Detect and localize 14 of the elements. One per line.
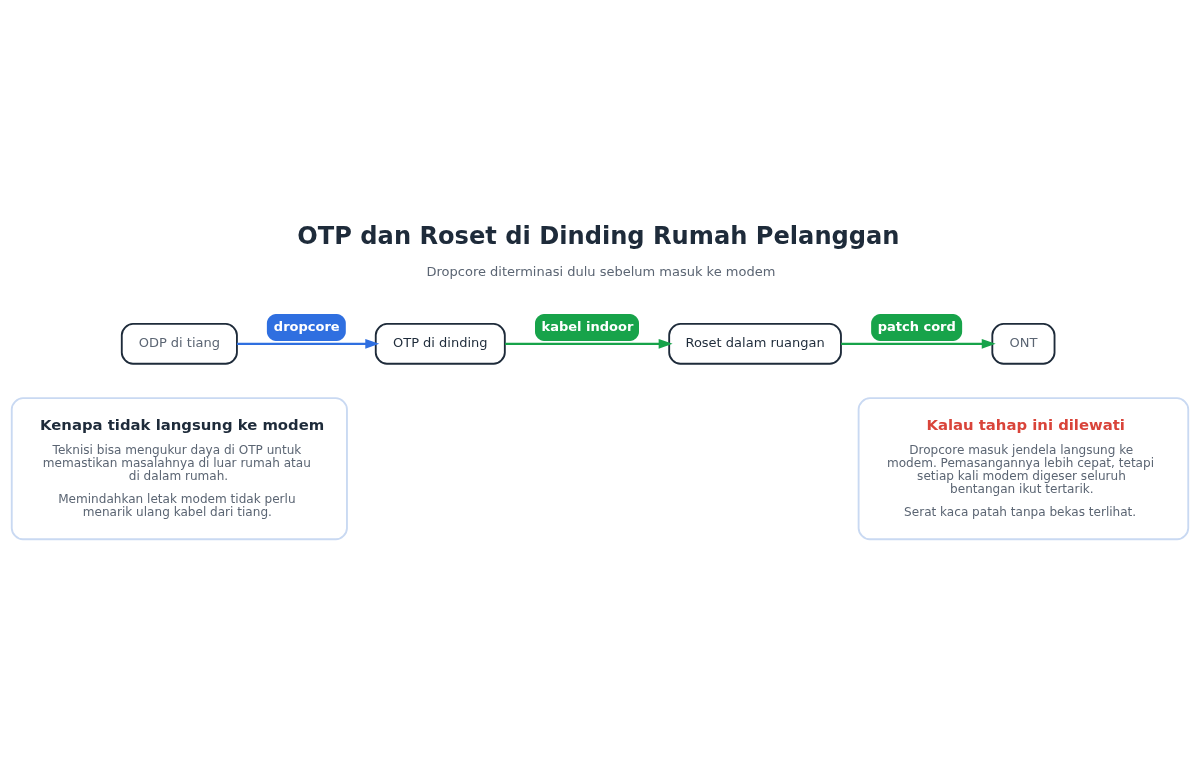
edge-label: dropcore xyxy=(273,318,340,334)
node-box: Roset dalam ruangan xyxy=(668,322,842,365)
arrow xyxy=(841,338,996,349)
node-box: Kalau tahap ini dilewati Dropcore masuk jendela langsung ke modem. Pemasangannya lebih cepat, tetapi setiap kali modem digeser seluruh bentangan ikut tertarik. Serat kaca patah tanpa bekas terlihat. xyxy=(857,396,1190,540)
node-box: Kenapa tidak langsung ke modem Teknisi bisa mengukur daya di OTP untuk memastikan masalahnya di luar rumah atau di dalam rumah. Memindahkan letak modem tidak perlu menarik ulang kabel dari tiang. xyxy=(10,396,348,540)
arrow xyxy=(505,338,673,349)
node-box: OTP di dinding xyxy=(374,322,506,365)
label: Dropcore diterminasi dulu sebelum masuk ke modem xyxy=(426,263,776,279)
edge-label: patch cord xyxy=(877,318,956,334)
node-box: ODP di tiang xyxy=(120,322,238,365)
edge-label: kabel indoor xyxy=(541,318,634,334)
arrow xyxy=(236,338,380,349)
node-box: ONT xyxy=(991,322,1056,365)
diagram-title: OTP dan Roset di Dinding Rumah Pelanggan xyxy=(297,221,900,250)
